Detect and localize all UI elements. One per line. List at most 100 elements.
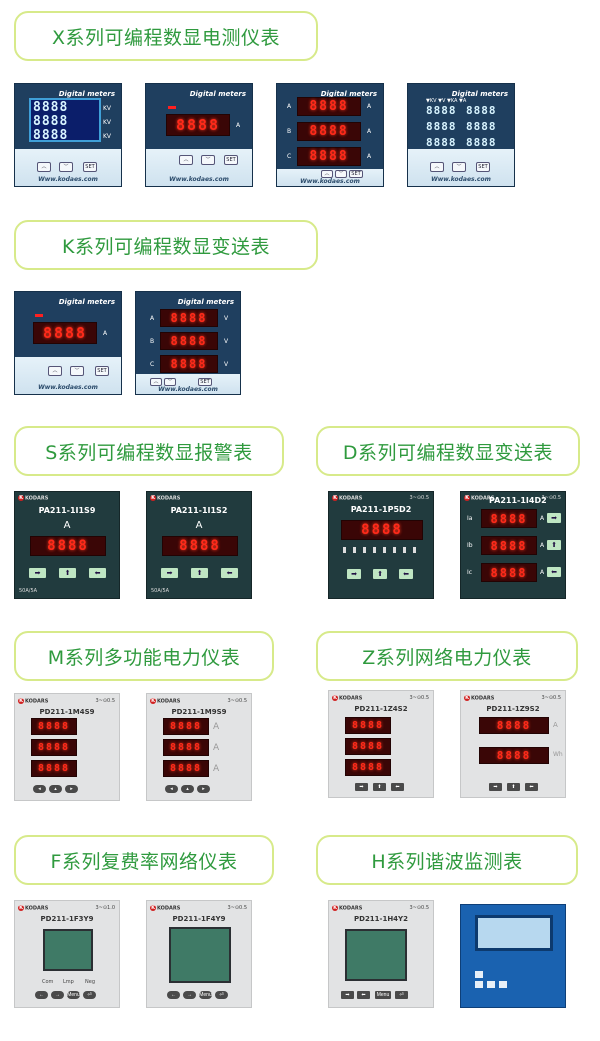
display-red-row-2: 8888 [345,738,391,755]
down-key[interactable]: ﹀ [201,155,215,165]
accuracy-class: 3~⊙1.0 [95,905,115,911]
unit-a: A [195,520,203,531]
display-red-row-a: 8888 [297,97,361,116]
section-title-x: X系列可编程数显电测仪表 [14,11,318,61]
enter-button[interactable]: ⏎ [83,991,96,999]
unit-v-2: V [224,338,229,345]
lmp-label: Lmp [63,979,74,985]
unit-a-2: A [367,128,372,135]
up-button[interactable]: ⬆ [507,783,520,791]
accuracy-class: 3~⊙0.5 [541,495,561,501]
set-key[interactable]: SET [349,170,363,178]
up-key[interactable]: ︿ [430,162,444,172]
model-number: PD211-1H4Y2 [354,915,408,923]
rating-label: 50A/5A [151,588,170,594]
right-button[interactable]: ➡ [341,991,354,999]
up-key[interactable]: ︿ [321,170,333,178]
unit-a-3: A [540,569,545,576]
unit-wh: Wh [553,751,563,758]
accuracy-class: 3~⊙0.5 [95,698,115,704]
website-url: Www.kodaes.com [38,384,98,391]
up-key[interactable]: ︿ [37,162,51,172]
up-arrow-button[interactable]: ⬆ [191,568,208,578]
display-red-row-c: 8888 [481,563,537,582]
right-button[interactable]: → [183,991,196,999]
right-button[interactable]: ➡ [489,783,502,791]
right-arrow-button[interactable]: ➡ [347,569,361,579]
left-arrow-button[interactable]: ⬅ [547,567,561,577]
set-key[interactable]: SET [83,162,97,172]
up-arrow-button[interactable]: ⬆ [547,540,561,550]
model-number: PD211-1M9S9 [171,708,227,716]
unit-a-1: A [540,515,545,522]
left-button[interactable]: ⬅ [391,783,404,791]
left-key[interactable] [487,981,495,988]
up-button[interactable]: ▴ [181,785,194,793]
unit-v-3: V [224,361,229,368]
up-key[interactable]: ︿ [179,155,193,165]
left-button[interactable]: ⬅ [357,991,370,999]
right-arrow-button[interactable]: ➡ [161,568,178,578]
right-button[interactable]: ➡ [355,783,368,791]
lcd-display [169,927,231,983]
display-red-row-a: 8888 [481,509,537,528]
left-button[interactable]: ◂ [165,785,178,793]
up-arrow-button[interactable]: ⬆ [373,569,387,579]
left-button[interactable]: ← [167,991,180,999]
menu-button[interactable]: Menu [375,991,391,999]
unit-a-1: A [367,103,372,110]
left-button[interactable]: ⬅ [525,783,538,791]
down-key[interactable]: ﹀ [59,162,73,172]
enter-button[interactable]: ⏎ [395,991,408,999]
set-key[interactable]: SET [476,162,490,172]
up-button[interactable]: ▴ [49,785,62,793]
right-button[interactable]: → [51,991,64,999]
left-arrow-button[interactable]: ⬅ [399,569,413,579]
enter-button[interactable]: ⏎ [215,991,228,999]
right-key[interactable] [499,981,507,988]
right-arrow-button[interactable]: ➡ [547,513,561,523]
up-arrow-button[interactable]: ⬆ [59,568,76,578]
set-key[interactable]: SET [95,366,109,376]
up-key[interactable] [475,971,483,978]
up-key[interactable]: ︿ [150,378,162,386]
down-key[interactable]: ﹀ [164,378,176,386]
down-key[interactable]: ﹀ [452,162,466,172]
meter-x-4: Digital meters ▼KV ▼V ▼KA ▼A 8888 8888 8… [407,83,515,187]
down-key[interactable]: ﹀ [70,366,84,376]
unit-a: A [103,330,108,337]
unit-kv-1: KV [103,105,112,112]
unit-a-2: A [213,743,220,753]
display-red-row-2: 8888 [479,747,549,764]
right-button[interactable]: ▸ [65,785,78,793]
left-button[interactable]: ◂ [33,785,46,793]
display-red-row-b: 8888 [297,122,361,141]
left-arrow-button[interactable]: ⬅ [221,568,238,578]
set-key[interactable]: SET [198,378,212,386]
set-key[interactable]: SET [224,155,238,165]
down-key[interactable] [475,981,483,988]
section-title-k: K系列可编程数显变送表 [14,220,318,270]
right-button[interactable]: ▸ [197,785,210,793]
down-key[interactable]: ﹀ [335,170,347,178]
menu-button[interactable]: Menu [67,991,80,999]
phase-c-label: C [150,361,155,368]
unit-a: A [553,721,558,729]
up-button[interactable]: ⬆ [373,783,386,791]
left-button[interactable]: ← [35,991,48,999]
right-arrow-button[interactable]: ➡ [29,568,46,578]
section-title-m: M系列多功能电力仪表 [14,631,274,681]
left-arrow-button[interactable]: ⬅ [89,568,106,578]
display-red: 8888 [166,114,230,136]
up-key[interactable]: ︿ [48,366,62,376]
model-number: PD211-1Z4S2 [354,705,408,713]
accuracy-class: 3~⊙0.5 [409,905,429,911]
menu-button[interactable]: Menu [199,991,212,999]
